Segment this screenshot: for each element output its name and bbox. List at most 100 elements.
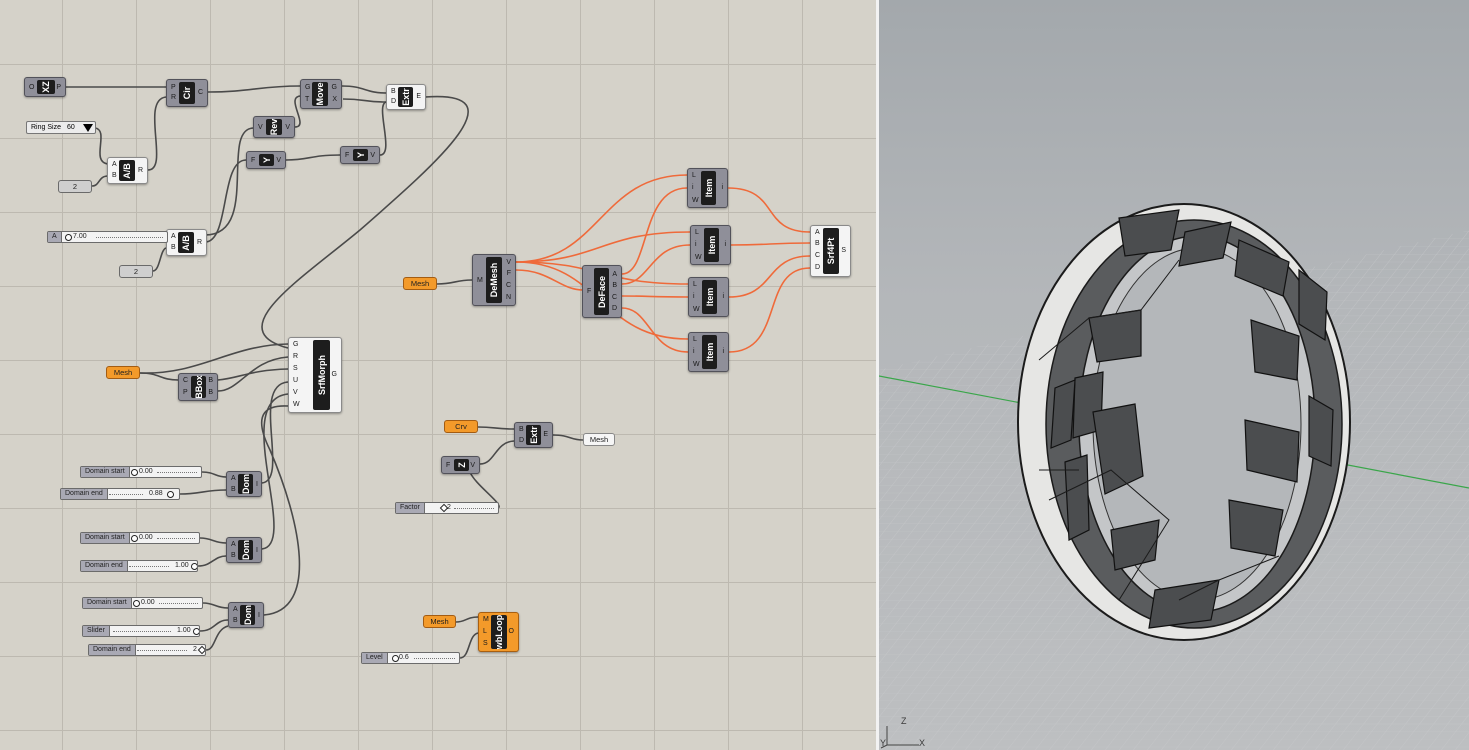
port-b2[interactable]: B xyxy=(208,389,213,396)
port-i[interactable]: i xyxy=(692,184,694,191)
port-m[interactable]: M xyxy=(477,277,483,284)
port-b[interactable]: B xyxy=(171,244,176,251)
slider-knob[interactable] xyxy=(392,655,399,662)
port-s[interactable]: S xyxy=(293,365,298,372)
component-move[interactable]: G T Move G X xyxy=(300,79,342,109)
port-b[interactable]: B xyxy=(519,426,524,433)
slider-domain-end[interactable]: Domain end 0.88 xyxy=(60,488,180,500)
port-a[interactable]: A xyxy=(231,541,236,548)
port-b[interactable]: B xyxy=(815,240,820,247)
chevron-down-icon[interactable] xyxy=(83,124,93,132)
port-p[interactable]: P xyxy=(183,389,188,396)
port-x[interactable]: X xyxy=(332,96,337,103)
port-w[interactable]: W xyxy=(293,401,300,408)
component-circle[interactable]: P R Cir C xyxy=(166,79,208,107)
port-b[interactable]: B xyxy=(231,552,236,559)
port-v[interactable]: V xyxy=(258,124,263,131)
port-i-out[interactable]: i xyxy=(721,184,723,191)
port-b[interactable]: B xyxy=(208,377,213,384)
slider-domain-end[interactable]: Domain end 1.00 xyxy=(80,560,198,572)
number-panel[interactable]: 2 xyxy=(58,180,92,193)
port-v[interactable]: V xyxy=(370,152,375,159)
slider-level[interactable]: Level 0.6 xyxy=(361,652,460,664)
port-i[interactable]: I xyxy=(256,547,258,554)
rhino-viewport[interactable]: Z Y X xyxy=(879,0,1469,750)
component-reverse[interactable]: V Rev V xyxy=(253,116,295,138)
port-i-out[interactable]: i xyxy=(722,348,724,355)
port-w[interactable]: W xyxy=(693,306,700,313)
port-w[interactable]: W xyxy=(693,361,700,368)
component-domain[interactable]: A B Dom I xyxy=(228,602,264,628)
component-bounding-box[interactable]: C P BBox B B xyxy=(178,373,218,401)
port-v[interactable]: V xyxy=(293,389,298,396)
slider-factor[interactable]: Factor 2 xyxy=(395,502,499,514)
port-l[interactable]: L xyxy=(693,336,697,343)
port-l[interactable]: L xyxy=(483,628,487,635)
port-i[interactable]: I xyxy=(256,481,258,488)
port-v[interactable]: V xyxy=(506,259,511,266)
port-v-out[interactable]: V xyxy=(285,124,290,131)
slider-knob[interactable] xyxy=(131,469,138,476)
port-i[interactable]: I xyxy=(258,612,260,619)
port-f[interactable]: F xyxy=(506,270,511,277)
component-division[interactable]: A B A/B R xyxy=(166,229,207,256)
component-list-item[interactable]: L i W Item i xyxy=(688,277,729,317)
component-deconstruct-mesh[interactable]: M DeMesh V F C N xyxy=(472,254,516,306)
component-surface-morph[interactable]: G R S U V W SrfMorph G xyxy=(288,337,342,413)
port-r[interactable]: R xyxy=(293,353,299,360)
port-l[interactable]: L xyxy=(695,229,699,236)
port-i-out[interactable]: i xyxy=(722,293,724,300)
port-n[interactable]: N xyxy=(505,294,511,301)
component-unit-z[interactable]: F Z V xyxy=(441,456,480,474)
slider-knob[interactable] xyxy=(191,563,197,570)
component-division[interactable]: A B A/B R xyxy=(107,157,148,184)
port-c[interactable]: C xyxy=(611,294,617,301)
slider-knob[interactable] xyxy=(131,535,138,542)
component-xz[interactable]: O XZ P xyxy=(24,77,66,97)
port-p[interactable]: P xyxy=(56,84,61,91)
port-i[interactable]: i xyxy=(695,241,697,248)
mesh-param[interactable]: Mesh xyxy=(106,366,140,379)
port-i-out[interactable]: i xyxy=(724,241,726,248)
grasshopper-canvas[interactable]: O XZ P P R Cir C G T Move G X B D Extr E… xyxy=(0,0,876,750)
slider-knob[interactable] xyxy=(65,234,72,241)
port-l[interactable]: L xyxy=(693,281,697,288)
port-v[interactable]: V xyxy=(276,157,281,164)
slider-domain-start[interactable]: Domain start 0.00 xyxy=(80,532,200,544)
port-t[interactable]: T xyxy=(305,96,310,103)
port-d[interactable]: D xyxy=(519,437,525,444)
port-r[interactable]: R xyxy=(196,239,202,246)
port-m[interactable]: M xyxy=(483,616,489,623)
component-extrude-top[interactable]: B D Extr E xyxy=(386,84,426,110)
mesh-output-param[interactable]: Mesh xyxy=(583,433,615,446)
port-i[interactable]: i xyxy=(693,348,695,355)
port-g[interactable]: G xyxy=(305,84,311,91)
port-i[interactable]: i xyxy=(693,293,695,300)
port-c[interactable]: C xyxy=(815,252,821,259)
port-b[interactable]: B xyxy=(231,486,236,493)
component-list-item[interactable]: L i W Item i xyxy=(687,168,728,208)
component-domain[interactable]: A B Dom I xyxy=(226,471,262,497)
component-domain[interactable]: A B Dom I xyxy=(226,537,262,563)
port-s[interactable]: S xyxy=(841,247,846,254)
port-o[interactable]: O xyxy=(508,628,514,635)
port-b[interactable]: B xyxy=(391,88,396,95)
mesh-param[interactable]: Mesh xyxy=(403,277,437,290)
port-d[interactable]: D xyxy=(391,98,397,105)
slider-knob[interactable] xyxy=(197,645,205,655)
port-e[interactable]: E xyxy=(416,93,421,100)
port-g[interactable]: G xyxy=(293,341,299,348)
slider-a[interactable]: A 7.00 xyxy=(47,231,168,243)
port-c[interactable]: C xyxy=(505,282,511,289)
port-a[interactable]: A xyxy=(612,271,617,278)
component-unit-y[interactable]: F Y V xyxy=(246,151,286,169)
port-a[interactable]: A xyxy=(112,161,117,168)
component-deconstruct-face[interactable]: F DeFace A B C D xyxy=(582,265,622,318)
port-f[interactable]: F xyxy=(446,462,451,469)
port-a[interactable]: A xyxy=(233,606,238,613)
port-e[interactable]: E xyxy=(543,431,548,438)
mesh-param[interactable]: Mesh xyxy=(423,615,456,628)
slider-domain-start[interactable]: Domain start 0.00 xyxy=(80,466,202,478)
port-g-out[interactable]: G xyxy=(331,84,337,91)
component-list-item[interactable]: L i W Item i xyxy=(688,332,729,372)
